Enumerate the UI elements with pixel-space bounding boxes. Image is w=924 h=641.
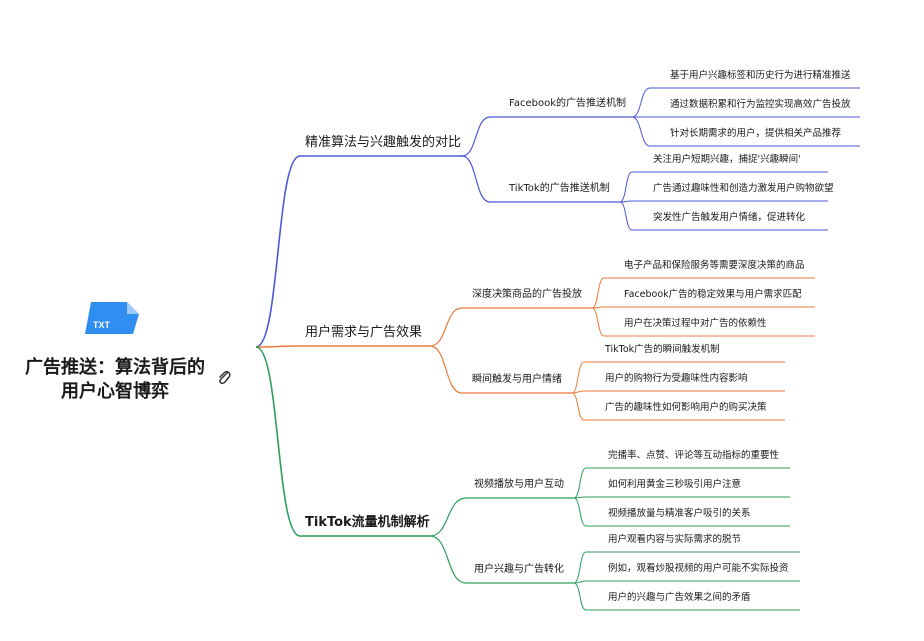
leaf[interactable]: 如何利用黄金三秒吸引用户注意 [608,479,742,490]
connector-root-branch [255,345,301,348]
node-instant-trigger[interactable]: 瞬间触发与用户情绪 [472,374,562,385]
connector-branch-node [429,307,463,347]
connector-node-leaf [591,307,605,337]
node-facebook-mechanism[interactable]: Facebook的广告推送机制 [509,98,626,109]
leaf[interactable]: 通过数据积累和行为监控实现高效广告投放 [670,99,851,110]
node-video-interaction[interactable]: 视频播放与用户互动 [474,479,564,490]
leaf[interactable]: TikTok广告的瞬间触发机制 [605,344,720,355]
root-title-line1: 广告推送：算法背后的 [25,357,205,378]
file-icon: TXT [83,300,141,336]
connector-node-leaf [573,497,587,527]
root-title: 广告推送：算法背后的 用户心智博弈 [5,356,225,404]
attachment-icon[interactable] [217,369,231,385]
branch-precision-vs-interest[interactable]: 精准算法与兴趣触发的对比 [305,135,462,150]
leaf[interactable]: 例如，观看炒股视频的用户可能不实际投资 [608,563,789,574]
node-deep-decision-ads[interactable]: 深度决策商品的广告投放 [472,289,582,300]
connector-node-leaf [573,551,587,584]
leaf[interactable]: 完播率、点赞、评论等互动指标的重要性 [608,450,780,461]
leaf[interactable]: 基于用户兴趣标签和历史行为进行精准推送 [670,70,851,81]
connector-node-leaf [631,116,651,147]
leaf[interactable]: 用户的购物行为受趣味性内容影响 [605,373,748,384]
connector-root-branch [255,346,301,537]
node-tiktok-mechanism[interactable]: TikTok的广告推送机制 [509,183,610,194]
leaf[interactable]: 用户的兴趣与广告效果之间的矛盾 [608,592,751,603]
connector-node-leaf [631,87,651,118]
leaf[interactable]: 突发性广告触发用户情绪，促进转化 [653,212,806,223]
connector-root-branch [255,155,301,348]
leaf[interactable]: 针对长期需求的用户，提供相关产品推荐 [670,128,842,139]
connector-branch-node [429,345,463,394]
file-badge-text: TXT [93,320,111,330]
branch-user-needs-ad-effect[interactable]: 用户需求与广告效果 [305,325,423,340]
connector-node-leaf [619,171,633,203]
connector-branch-node [461,155,491,203]
leaf[interactable]: 广告的趣味性如何影响用户的购买决策 [605,402,767,413]
leaf[interactable]: 视频播放量与精准客户吸引的关系 [608,508,751,519]
leaf[interactable]: 电子产品和保险服务等需要深度决策的商品 [624,260,805,271]
connector-node-leaf [591,277,605,309]
connector-branch-node [461,116,491,157]
root-title-line2: 用户心智博弈 [61,381,169,402]
connector-node-leaf [619,201,633,231]
connector-branch-node [429,497,467,537]
leaf[interactable]: 广告通过趣味性和创造力激发用户购物欲望 [653,183,834,194]
leaf[interactable]: 用户观看内容与实际需求的脱节 [608,534,742,545]
node-interest-conversion[interactable]: 用户兴趣与广告转化 [474,564,564,575]
connector-node-leaf [571,392,585,421]
connector-node-leaf [573,467,587,499]
connector-node-leaf [573,582,587,611]
leaf[interactable]: 关注用户短期兴趣，捕捉'兴趣瞬间' [653,154,801,165]
connector-node-leaf [571,361,585,394]
connector-branch-node [429,535,467,584]
branch-tiktok-traffic[interactable]: TikTok流量机制解析 [305,515,430,530]
leaf[interactable]: 用户在决策过程中对广告的依赖性 [624,318,767,329]
leaf[interactable]: Facebook广告的稳定效果与用户需求匹配 [624,289,802,300]
